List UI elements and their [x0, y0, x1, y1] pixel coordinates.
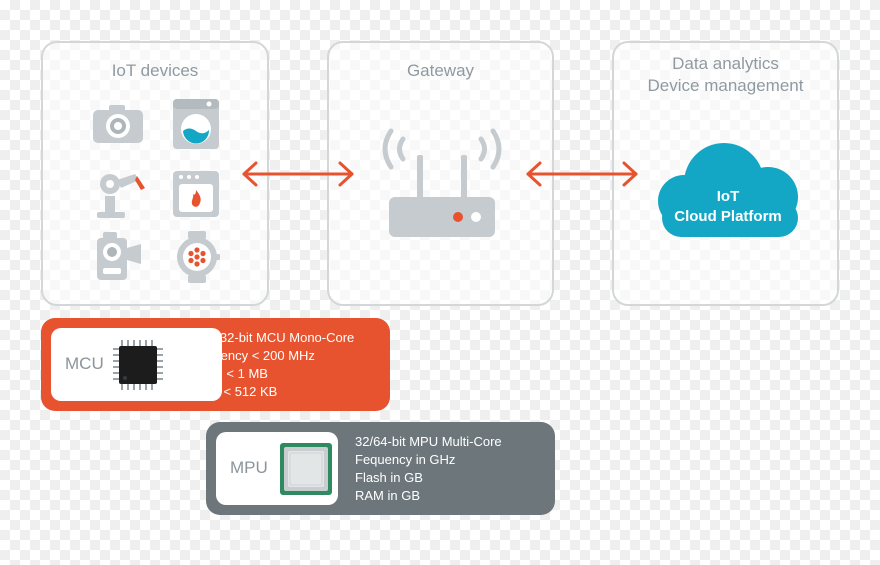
mpu-spec-line: 32/64-bit MPU Multi-Core: [355, 434, 502, 449]
washing-machine-icon: [173, 99, 219, 149]
cloud-icon: [658, 143, 798, 237]
mpu-chip-box: MPU: [216, 432, 338, 505]
mpu-spec-line: Flash in GB: [355, 470, 423, 485]
gateway-panel: Gateway: [327, 41, 554, 306]
mcu-spec-line: RAM < 512 KB: [191, 384, 278, 399]
mcu-spec-line: Flash < 1 MB: [191, 366, 268, 381]
camera-icon: [93, 105, 143, 143]
robot-arm-icon: [97, 174, 145, 218]
gateway-cloud-arrow: [526, 161, 638, 187]
mpu-card: MPU 32/64-bit MPU Multi-Core Fequency in…: [206, 422, 555, 515]
cloud-panel-title-line1: Data analytics: [672, 54, 779, 73]
mcu-specs: 8/16/32-bit MCU Mono-Core Fequency < 200…: [191, 329, 354, 401]
router-icon: [382, 128, 502, 237]
cloud-label-line1: IoT: [716, 188, 740, 205]
cloud-panel-title-line2: Device management: [647, 76, 804, 95]
mpu-label: MPU: [230, 458, 268, 477]
iot-devices-panel: IoT devices: [41, 41, 269, 306]
gateway-title: Gateway: [406, 61, 475, 80]
mcu-chip-box: MCU: [51, 328, 222, 401]
mpu-spec-line: Fequency in GHz: [355, 452, 456, 467]
video-camera-icon: [97, 232, 141, 280]
mcu-spec-line: Fequency < 200 MHz: [191, 348, 315, 363]
mpu-spec-line: RAM in GB: [355, 488, 421, 503]
mpu-chip-icon: [280, 443, 332, 495]
mpu-specs: 32/64-bit MPU Multi-Core Fequency in GHz…: [355, 433, 502, 505]
mcu-chip-icon: [113, 340, 163, 390]
mcu-label: MCU: [65, 354, 104, 373]
mcu-spec-line: 8/16/32-bit MCU Mono-Core: [191, 330, 355, 345]
cloud-label-line2: Cloud Platform: [674, 208, 782, 225]
oven-icon: [173, 171, 219, 217]
cloud-panel: Data analytics Device management IoT Clo…: [612, 41, 839, 306]
devices-gateway-arrow: [242, 161, 354, 187]
iot-devices-title: IoT devices: [111, 61, 199, 80]
mcu-card: MCU 8/16/32-bit MCU Mono-Core Fequency <…: [41, 318, 390, 411]
smartwatch-icon: [177, 231, 220, 283]
cloud-platform-label: IoT Cloud Platform: [648, 187, 808, 227]
